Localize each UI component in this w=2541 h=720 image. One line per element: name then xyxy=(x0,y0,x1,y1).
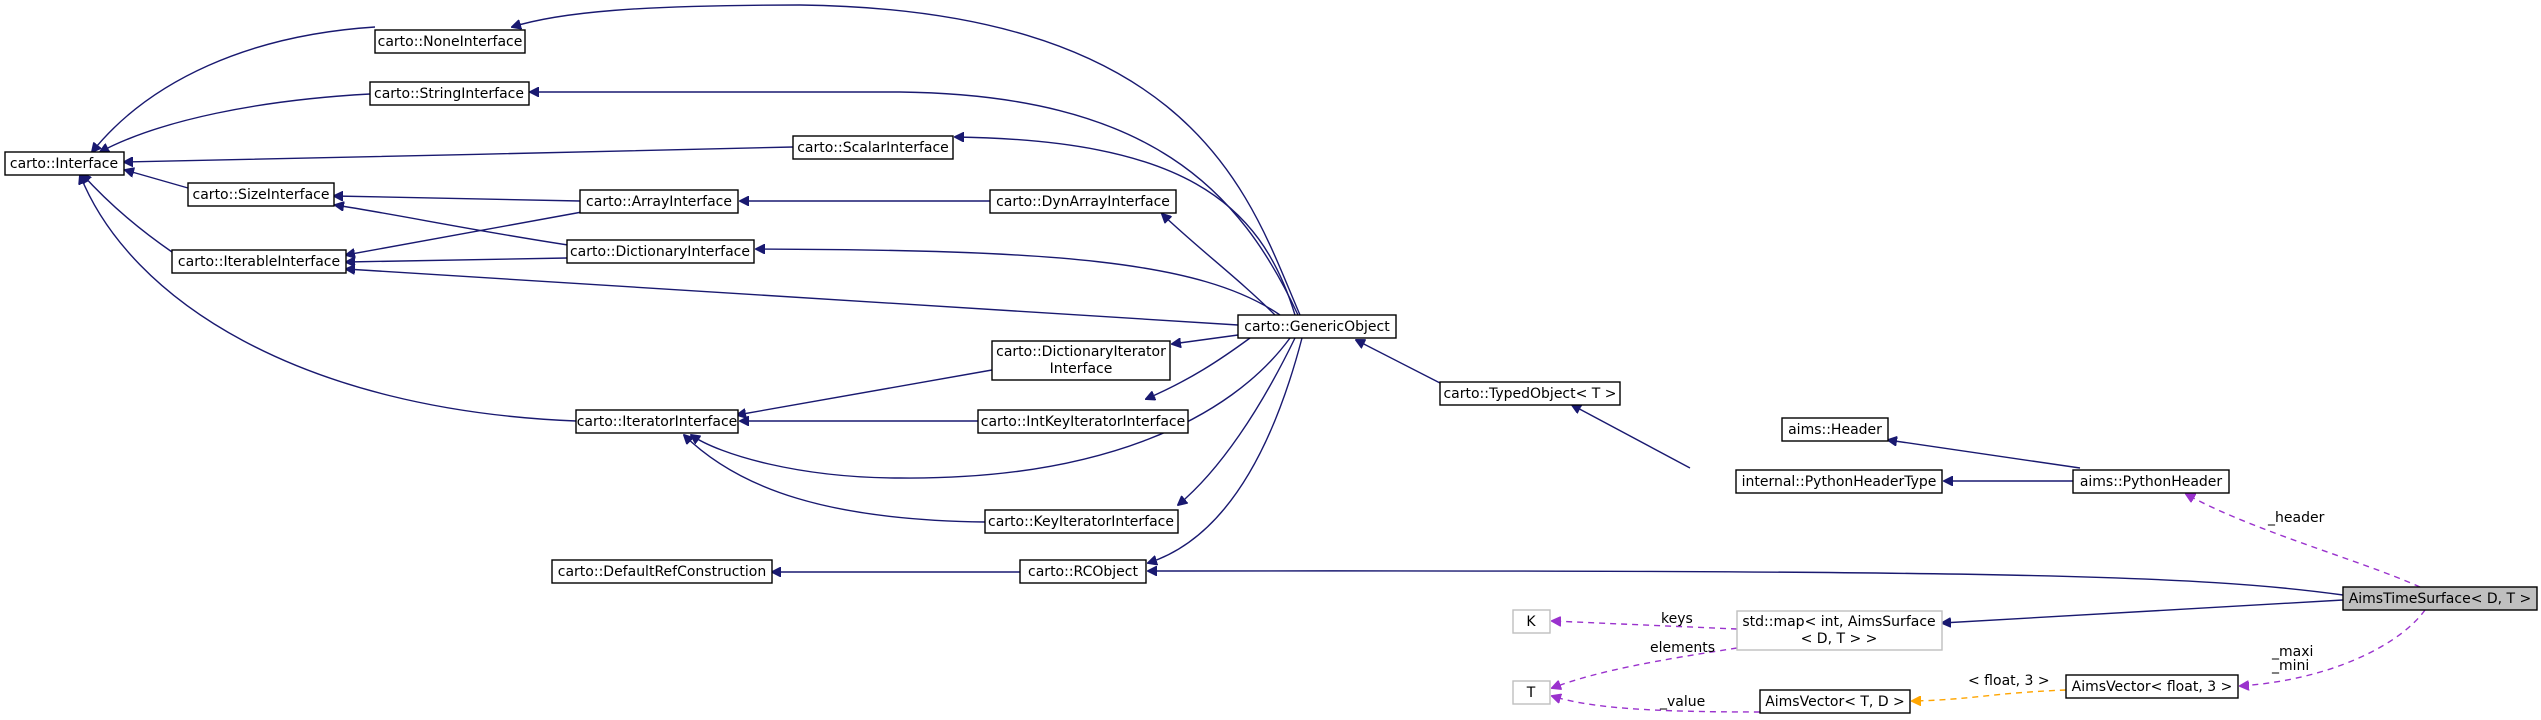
edge-generic-to-string xyxy=(530,92,1299,316)
edge-iterable-to-interface xyxy=(82,174,173,253)
edge-generic-to-dictionary xyxy=(756,249,1281,316)
node-carto-interface[interactable]: carto::Interface xyxy=(4,151,125,176)
edge-pyheader-to-header xyxy=(1888,440,2081,469)
node-label: internal::PythonHeaderType xyxy=(1742,474,1937,490)
edge-dictionary-to-iterable xyxy=(346,258,568,262)
node-label: carto::TypedObject< T > xyxy=(1443,386,1616,402)
label-keys: keys xyxy=(1661,611,1693,627)
edge-generic-to-keyiter xyxy=(1178,337,1296,505)
node-aims-vector-float-3[interactable]: AimsVector< float, 3 > xyxy=(2065,674,2239,699)
node-label: K xyxy=(1526,614,1536,630)
node-label-line-1: std::map< int, AimsSurface xyxy=(1742,614,1935,630)
node-label: carto::IntKeyIteratorInterface xyxy=(981,414,1185,430)
label-elements: elements xyxy=(1650,640,1715,656)
node-internal-python-header-type[interactable]: internal::PythonHeaderType xyxy=(1735,469,1943,494)
node-carto-dictionary-interface[interactable]: carto::DictionaryInterface xyxy=(566,239,755,264)
node-label-line-2: < D, T > > xyxy=(1801,631,1878,647)
edge-keyiter-to-iterator xyxy=(684,435,986,523)
node-k[interactable]: K xyxy=(1512,609,1551,634)
node-carto-dyn-array-interface[interactable]: carto::DynArrayInterface xyxy=(989,189,1177,214)
node-label: carto::Interface xyxy=(10,156,118,172)
node-carto-none-interface[interactable]: carto::NoneInterface xyxy=(374,29,526,54)
node-carto-rc-object[interactable]: carto::RCObject xyxy=(1019,559,1147,584)
node-label: T xyxy=(1526,685,1536,701)
edge-pyheadertype-to-typed xyxy=(1572,405,1691,469)
node-label-line-2: Interface xyxy=(1050,361,1113,377)
edge-labels: _header keys elements _value < float, 3 … xyxy=(1650,510,2325,710)
node-label: aims::Header xyxy=(1788,422,1882,438)
node-t[interactable]: T xyxy=(1512,680,1551,705)
label-header: _header xyxy=(2267,510,2325,526)
node-label: AimsVector< float, 3 > xyxy=(2072,679,2233,695)
edge-generic-to-iterable xyxy=(346,269,1239,326)
node-label: carto::ArrayInterface xyxy=(586,194,732,210)
edge-generic-to-intkey xyxy=(1146,337,1251,399)
node-carto-int-key-iterator-interface[interactable]: carto::IntKeyIteratorInterface xyxy=(977,409,1189,434)
edge-array-to-size xyxy=(334,196,581,202)
node-label: carto::DefaultRefConstruction xyxy=(558,564,766,580)
node-label: carto::GenericObject xyxy=(1244,319,1390,335)
node-label: carto::SizeInterface xyxy=(193,187,330,203)
edge-string-to-interface xyxy=(100,93,371,152)
node-label: carto::ScalarInterface xyxy=(797,140,949,156)
node-carto-scalar-interface[interactable]: carto::ScalarInterface xyxy=(792,135,954,160)
node-carto-string-interface[interactable]: carto::StringInterface xyxy=(369,81,530,106)
node-carto-size-interface[interactable]: carto::SizeInterface xyxy=(187,182,335,207)
node-label: carto::DictionaryInterface xyxy=(570,244,750,260)
node-label: carto::KeyIteratorInterface xyxy=(988,514,1174,530)
node-std-map[interactable]: std::map< int, AimsSurface < D, T > > xyxy=(1736,610,1943,651)
edge-timesurface-header xyxy=(2186,494,2421,588)
node-aims-time-surface[interactable]: AimsTimeSurface< D, T > xyxy=(2342,586,2538,611)
node-carto-dictionary-iterator-interface[interactable]: carto::DictionaryIterator Interface xyxy=(991,340,1171,381)
edge-generic-to-none xyxy=(512,4,1301,316)
edge-iterator-to-interface xyxy=(80,175,577,422)
edge-stdmap-keys xyxy=(1552,621,1738,630)
edge-timesurface-maxi-mini xyxy=(2240,609,2426,686)
node-carto-iterator-interface[interactable]: carto::IteratorInterface xyxy=(575,409,739,434)
edge-float3-template xyxy=(1912,689,2067,701)
edge-generic-to-dynarray xyxy=(1162,214,1276,316)
node-label: aims::PythonHeader xyxy=(2080,474,2223,490)
node-label-line-1: carto::DictionaryIterator xyxy=(996,344,1166,360)
node-carto-default-ref-construction[interactable]: carto::DefaultRefConstruction xyxy=(551,559,773,584)
nodes: carto::Interface carto::NoneInterface ca… xyxy=(4,29,2538,714)
label-mini: _mini xyxy=(2271,658,2309,674)
edges xyxy=(80,4,2426,713)
edge-stdmap-elements xyxy=(1552,647,1738,688)
node-aims-header[interactable]: aims::Header xyxy=(1781,417,1889,442)
node-aims-vector-t-d[interactable]: AimsVector< T, D > xyxy=(1759,689,1911,714)
edge-generic-to-dictiter xyxy=(1172,334,1239,344)
label-maxi: _maxi xyxy=(2271,644,2313,660)
node-aims-python-header[interactable]: aims::PythonHeader xyxy=(2072,469,2230,494)
edge-typed-to-generic xyxy=(1356,340,1441,384)
node-label: AimsTimeSurface< D, T > xyxy=(2349,591,2532,607)
node-label: carto::DynArrayInterface xyxy=(996,194,1170,210)
edge-size-to-interface xyxy=(125,170,189,189)
node-carto-key-iterator-interface[interactable]: carto::KeyIteratorInterface xyxy=(984,509,1179,534)
edge-generic-to-iterator xyxy=(691,337,1291,479)
node-carto-array-interface[interactable]: carto::ArrayInterface xyxy=(579,189,739,214)
node-label: AimsVector< T, D > xyxy=(1765,694,1905,710)
node-label: carto::IterableInterface xyxy=(178,254,340,270)
node-carto-typed-object[interactable]: carto::TypedObject< T > xyxy=(1439,381,1621,406)
node-label: carto::NoneInterface xyxy=(378,34,523,50)
label-float3: < float, 3 > xyxy=(1968,673,2050,689)
edge-generic-to-scalar xyxy=(955,137,1296,316)
edge-timesurface-to-rcobject xyxy=(1148,571,2344,596)
node-carto-generic-object[interactable]: carto::GenericObject xyxy=(1237,314,1397,339)
edge-generic-to-rcobject xyxy=(1148,337,1303,563)
edge-vectortd-value xyxy=(1552,696,1761,713)
node-label: carto::StringInterface xyxy=(374,86,524,102)
node-label: carto::RCObject xyxy=(1028,564,1138,580)
edge-scalar-to-interface xyxy=(124,146,794,162)
node-label: carto::IteratorInterface xyxy=(577,414,738,430)
label-value: _value xyxy=(1659,694,1705,710)
edge-array-to-iterable xyxy=(346,211,583,255)
node-carto-iterable-interface[interactable]: carto::IterableInterface xyxy=(171,249,347,274)
edge-timesurface-to-stdmap xyxy=(1942,599,2344,623)
edge-dictionary-to-size xyxy=(335,205,569,246)
edge-none-to-interface xyxy=(92,26,376,152)
edge-dictiter-to-iterator xyxy=(737,369,993,415)
